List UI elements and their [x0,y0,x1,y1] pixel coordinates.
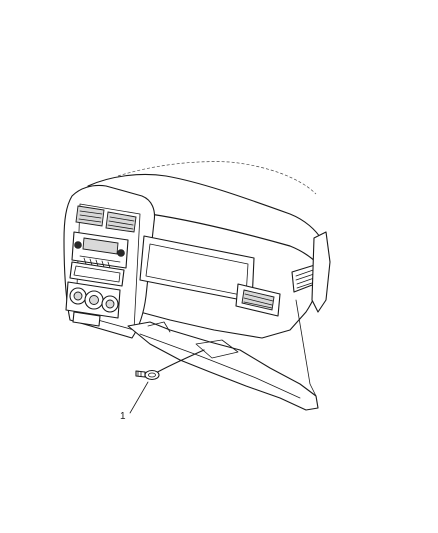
glove-box-side [295,299,317,397]
center-vent-left [75,205,105,227]
part-1-lamp-assembly [135,369,160,381]
glove-box-stop [147,321,171,333]
lower-switch-bank [72,311,101,327]
glove-box-hinge-line [139,333,301,399]
dash-end-cap [311,231,331,313]
callout-1-leader [129,381,149,414]
passenger-vent [235,283,281,317]
radio-unit [71,231,129,269]
dash-crease [149,213,319,265]
glove-box-latch-detail [195,339,239,359]
callout-1-label: 1 [120,411,126,422]
climate-control-panel [65,281,121,319]
storage-bin [69,261,125,287]
center-vent-right [105,211,137,233]
dash-top-outline [117,161,317,195]
storage-bin-inner [73,265,121,283]
glove-box-door [127,321,319,411]
